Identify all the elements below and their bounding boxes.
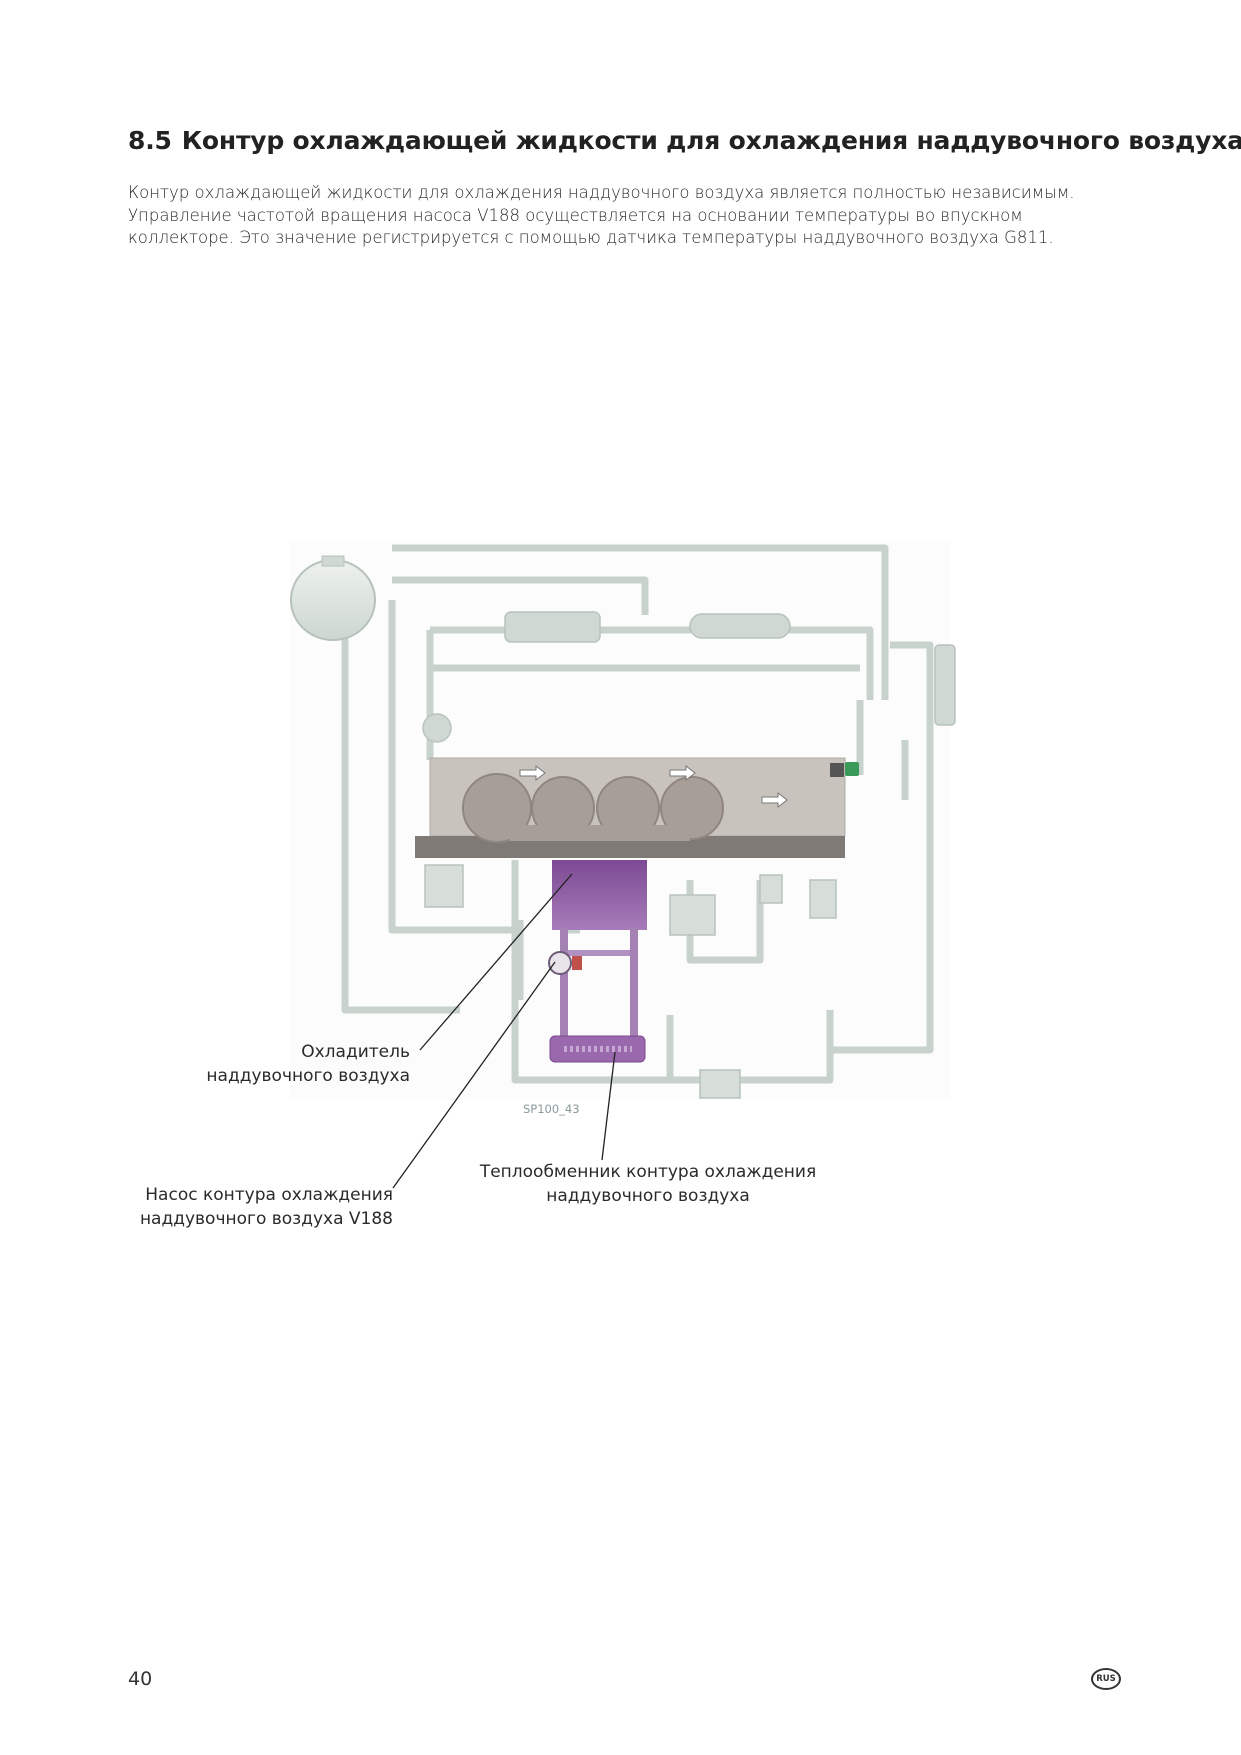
- intro-paragraph: Контур охлаждающей жидкости для охлажден…: [128, 182, 1128, 250]
- engine-block: [415, 757, 846, 858]
- label-charge-air-cooler: Охладитель наддувочного воздуха: [206, 1042, 410, 1086]
- charge-air-cooling-circuit: [548, 860, 647, 1063]
- leader-lines: [392, 873, 616, 1189]
- intro-line: коллекторе. Это значение регистрируется …: [128, 228, 1054, 247]
- language-badge: RUS: [1091, 1668, 1121, 1690]
- section-heading: 8.5 Контур охлаждающей жидкости для охлаж…: [128, 126, 1241, 155]
- misc-components: [424, 864, 837, 1099]
- section-title: Контур охлаждающей жидкости для охлажден…: [181, 126, 1241, 155]
- intro-line: Контур охлаждающей жидкости для охлажден…: [128, 183, 1075, 202]
- intro-line: Управление частотой вращения насоса V188…: [128, 205, 1023, 225]
- top-pipe-components: [422, 611, 956, 743]
- label-heat-exchanger: Теплообменник контура охлаждения наддуво…: [479, 1162, 817, 1206]
- label-pump-v188: Насос контура охлаждения наддувочного во…: [139, 1185, 393, 1229]
- page-number: 40: [128, 1668, 153, 1690]
- figure-code: SP100_43: [523, 1102, 580, 1116]
- temperature-sensor-g811: [845, 762, 859, 776]
- flow-arrows: [519, 764, 788, 809]
- section-number: 8.5: [128, 126, 172, 155]
- expansion-tank: [290, 555, 376, 641]
